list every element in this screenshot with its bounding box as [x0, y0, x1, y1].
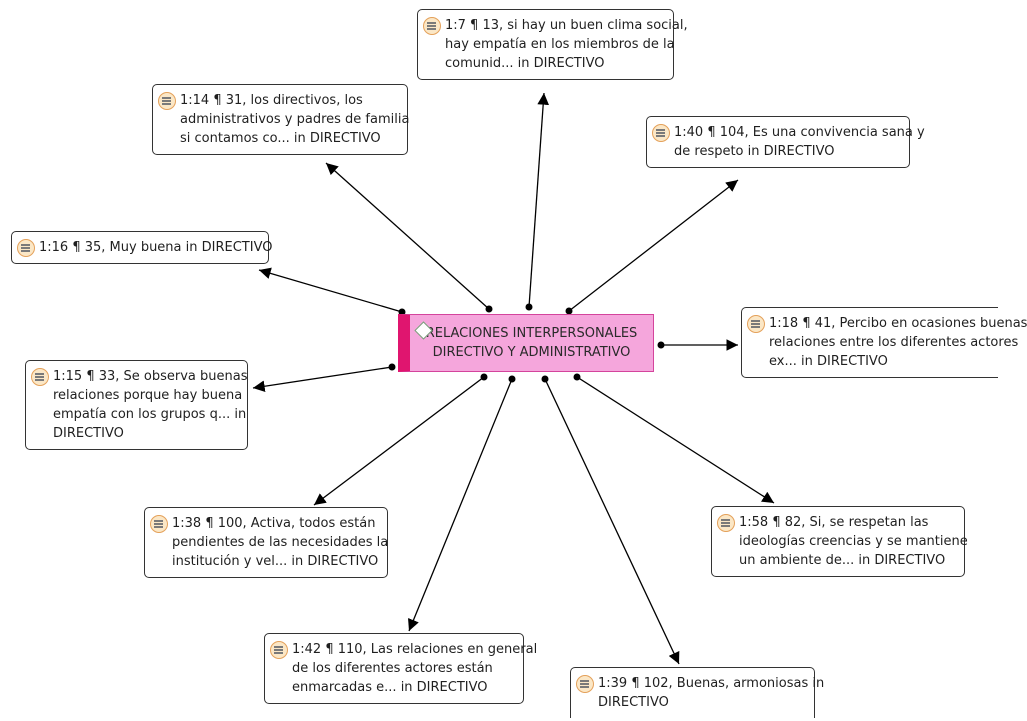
- quotation-text-line: de respeto in DIRECTIVO: [674, 144, 835, 159]
- quotation-text-line: 1:42 ¶ 110, Las relaciones en general: [292, 642, 538, 657]
- quotation-node[interactable]: 1:38 ¶ 100, Activa, todos están pendient…: [144, 507, 388, 578]
- link-arrow: [568, 179, 739, 312]
- quotation-text-line: 1:16 ¶ 35, Muy buena in DIRECTIVO: [39, 240, 273, 255]
- link-arrow: [576, 376, 775, 504]
- quotation-text-line: institución y vel... in DIRECTIVO: [172, 554, 379, 569]
- link-arrow: [544, 378, 680, 665]
- quotation-icon: [423, 17, 441, 35]
- quotation-icon: [652, 124, 670, 142]
- quotation-icon: [31, 368, 49, 386]
- quotation-text-line: ex... in DIRECTIVO: [769, 354, 888, 369]
- quotation-node[interactable]: 1:42 ¶ 110, Las relaciones en general de…: [264, 633, 538, 704]
- link-origin-dot: [388, 363, 396, 371]
- quotation-text-line: 1:58 ¶ 82, Si, se respetan las: [739, 515, 929, 530]
- network-canvas: RELACIONES INTERPERSONALES DIRECTIVO Y A…: [11, 9, 1027, 718]
- link-origin-dot: [480, 373, 488, 381]
- quotation-text-line: comunid... in DIRECTIVO: [445, 56, 605, 71]
- quotation-node[interactable]: 1:40 ¶ 104, Es una convivencia sana y de…: [646, 116, 925, 168]
- quotation-text-line: un ambiente de... in DIRECTIVO: [739, 553, 946, 568]
- link-arrow: [408, 378, 513, 632]
- quotation-text-line: 1:14 ¶ 31, los directivos, los: [180, 93, 363, 108]
- link-origin-dot: [508, 375, 516, 383]
- link-origin-dot: [485, 305, 493, 313]
- quotation-text-line: 1:18 ¶ 41, Percibo en ocasiones buenas: [769, 316, 1027, 331]
- link-origin-dot: [541, 375, 549, 383]
- quotation-text-line: DIRECTIVO: [598, 695, 669, 710]
- quotation-text-line: 1:15 ¶ 33, Se observa buenas: [53, 369, 248, 384]
- quotation-node[interactable]: 1:39 ¶ 102, Buenas, armoniosas in DIRECT…: [570, 667, 825, 718]
- quotation-text-line: administrativos y padres de familia: [180, 112, 410, 127]
- code-label-line-2: DIRECTIVO Y ADMINISTRATIVO: [432, 345, 631, 360]
- code-node[interactable]: RELACIONES INTERPERSONALES DIRECTIVO Y A…: [398, 314, 654, 372]
- quotation-text-line: DIRECTIVO: [53, 426, 124, 441]
- link-origin-dot: [657, 341, 665, 349]
- link-layer: [252, 92, 775, 665]
- quotation-text-line: enmarcadas e... in DIRECTIVO: [292, 680, 488, 695]
- quotation-node[interactable]: 1:14 ¶ 31, los directivos, los administr…: [152, 84, 410, 155]
- quotation-text-line: relaciones porque hay buena: [53, 388, 243, 403]
- quotation-node[interactable]: 1:58 ¶ 82, Si, se respetan las ideología…: [711, 506, 968, 577]
- link-arrow: [252, 366, 393, 393]
- quotation-text-line: ideologías creencias y se mantiene: [739, 534, 968, 549]
- code-label-line-1: RELACIONES INTERPERSONALES: [425, 326, 638, 341]
- link-arrow: [528, 92, 550, 308]
- quotation-text-line: 1:38 ¶ 100, Activa, todos están: [172, 516, 376, 531]
- quotation-text-line: si contamos co... in DIRECTIVO: [180, 131, 381, 146]
- quotation-icon: [150, 515, 168, 533]
- link-origin-dot: [398, 308, 406, 316]
- link-origin-dot: [573, 373, 581, 381]
- link-arrow: [325, 162, 490, 310]
- quotation-text-line: de los diferentes actores están: [292, 661, 493, 676]
- quotation-text-line: relaciones entre los diferentes actores: [769, 335, 1019, 350]
- quotation-icon: [576, 675, 594, 693]
- quotation-icon: [717, 514, 735, 532]
- quotation-icon: [270, 641, 288, 659]
- link-origin-dot: [525, 303, 533, 311]
- quotation-icon: [158, 92, 176, 110]
- quotation-node[interactable]: 1:16 ¶ 35, Muy buena in DIRECTIVO: [11, 231, 273, 264]
- quotation-text-line: 1:7 ¶ 13, si hay un buen clima social,: [445, 18, 688, 33]
- quotation-node[interactable]: 1:7 ¶ 13, si hay un buen clima social, h…: [417, 9, 688, 80]
- quotation-text-line: hay empatía en los miembros de la: [445, 37, 675, 52]
- quotation-text-line: pendientes de las necesidades la: [172, 535, 389, 550]
- quotation-icon: [17, 239, 35, 257]
- quotation-icon: [747, 315, 765, 333]
- link-arrow: [258, 267, 403, 313]
- quotation-node[interactable]: 1:18 ¶ 41, Percibo en ocasiones buenas r…: [741, 307, 1027, 378]
- quotation-node[interactable]: 1:15 ¶ 33, Se observa buenas relaciones …: [25, 360, 248, 450]
- quotation-text-line: 1:39 ¶ 102, Buenas, armoniosas in: [598, 676, 825, 691]
- link-arrow: [313, 376, 485, 506]
- quotation-text-line: empatía con los grupos q... in: [53, 407, 247, 422]
- quotation-text-line: 1:40 ¶ 104, Es una convivencia sana y: [674, 125, 925, 140]
- link-origin-dot: [565, 307, 573, 315]
